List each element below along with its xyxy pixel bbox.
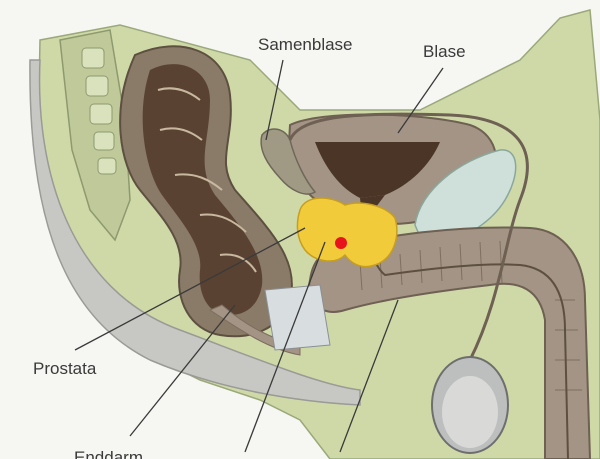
label-blase: Blase [423, 43, 466, 60]
marker-dot [335, 237, 347, 249]
perineal-muscle [265, 285, 330, 350]
label-enddarm: Enddarm [74, 449, 143, 459]
label-prostata: Prostata [33, 360, 96, 377]
testis-highlight [442, 376, 498, 448]
label-samenblase: Samenblase [258, 36, 353, 53]
prostate-gland [297, 198, 396, 267]
